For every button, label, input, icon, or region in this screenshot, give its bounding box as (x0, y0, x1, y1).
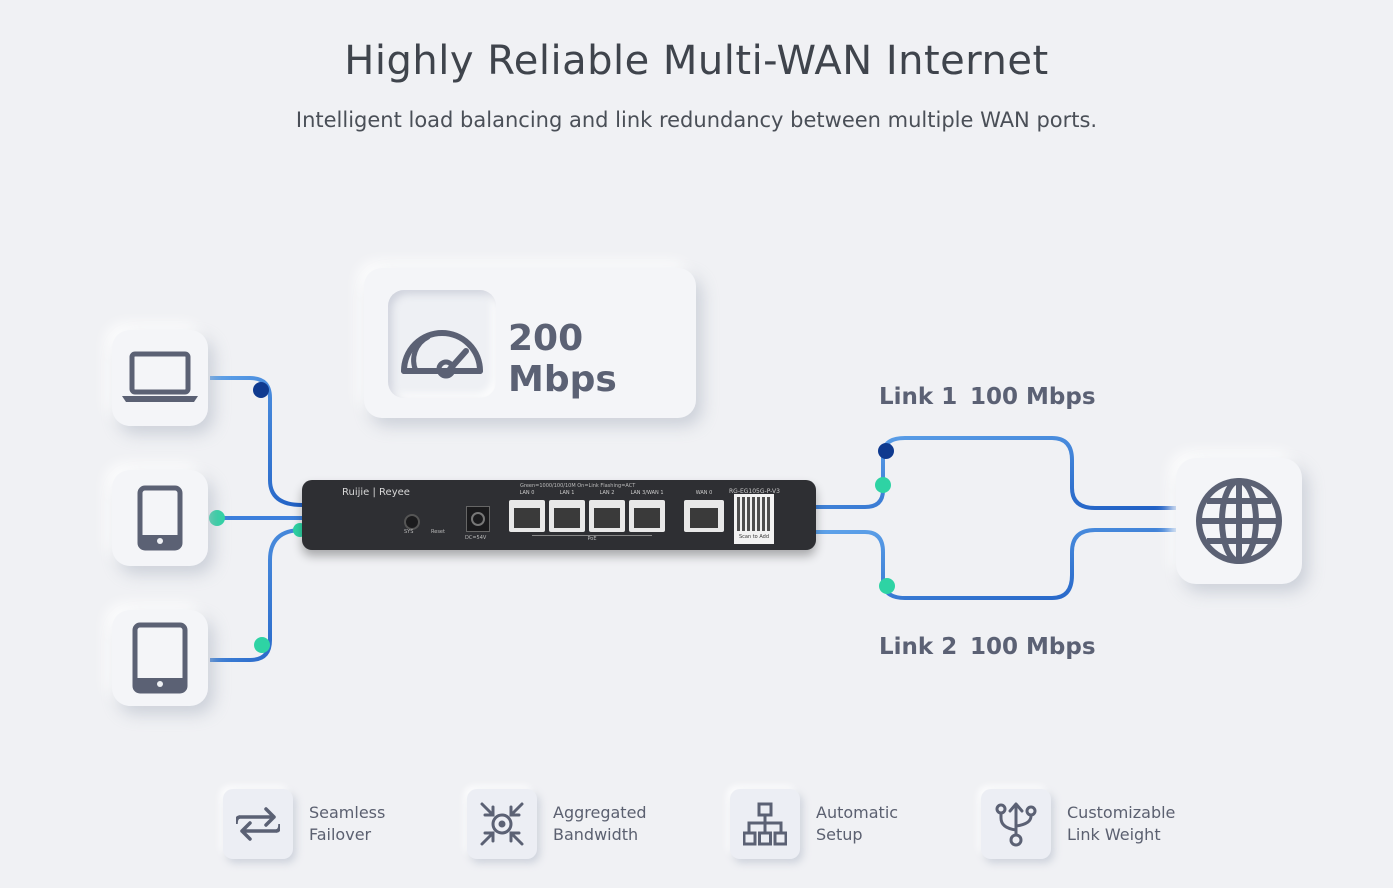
poe-label: PoE (532, 535, 652, 542)
lan-ports: LAN 0 LAN 1 LAN 2 LAN 3/WAN 1 (509, 490, 665, 532)
speedometer-icon (401, 330, 483, 379)
page-subtitle: Intelligent load balancing and link redu… (295, 108, 1098, 132)
link1-speed: 100 Mbps (970, 384, 1096, 410)
failover-arrows-icon (236, 807, 280, 841)
aggregate-icon (480, 802, 524, 846)
router-legend: Green=1000/100/10M On=Link Flashing=ACT (520, 483, 636, 489)
trident-icon (995, 802, 1037, 847)
link2-line (816, 528, 1176, 600)
laptop-device-card (112, 330, 208, 426)
tablet-device-card (112, 610, 208, 706)
internet-card (1176, 458, 1302, 584)
tablet-link-line (210, 528, 303, 662)
feature-icon-tile (223, 789, 293, 859)
throughput-card: 200 Mbps (364, 268, 696, 418)
link2-dot-green (879, 578, 895, 594)
link1-line (816, 436, 1176, 510)
phone-icon (137, 485, 183, 551)
lan-port: LAN 3/WAN 1 (629, 490, 665, 532)
globe-icon (1196, 478, 1282, 564)
sys-label: SYS (404, 529, 414, 535)
reset-label: Reset (431, 529, 445, 535)
throughput-value: 200 Mbps (508, 318, 617, 400)
feature-icon-tile (981, 789, 1051, 859)
router-device: Ruijie | Reyee Green=1000/100/10M On=Lin… (302, 480, 816, 550)
wan-port: WAN 0 (684, 490, 724, 532)
lan-port: LAN 0 (509, 490, 545, 532)
power-jack (466, 506, 490, 532)
page-title: Highly Reliable Multi-WAN Internet (344, 38, 1049, 84)
tablet-icon (132, 622, 188, 694)
link2-label: Link 2 (879, 634, 958, 660)
link1-label: Link 1 (879, 384, 958, 410)
power-label: DC=54V (465, 535, 487, 541)
phone-link-dot (209, 510, 225, 526)
qr-code: Scan to Add (734, 494, 774, 544)
speedometer-tile (388, 290, 496, 398)
lan-port: LAN 2 (589, 490, 625, 532)
router-model: RG-EG105G-P-V3 (729, 488, 780, 495)
link1-dot-green (875, 477, 891, 493)
lan-port: LAN 1 (549, 490, 585, 532)
hierarchy-icon (743, 802, 787, 846)
phone-device-card (112, 470, 208, 566)
feature-icon-tile (467, 789, 537, 859)
laptop-icon (122, 351, 198, 402)
tablet-link-dot (254, 637, 270, 653)
sys-led (404, 514, 420, 530)
feature-icon-tile (730, 789, 800, 859)
router-brand: Ruijie | Reyee (342, 487, 410, 498)
laptop-link-line (210, 376, 303, 507)
link2-speed: 100 Mbps (970, 634, 1096, 660)
link1-dot-navy (878, 443, 894, 459)
laptop-link-dot (253, 382, 269, 398)
